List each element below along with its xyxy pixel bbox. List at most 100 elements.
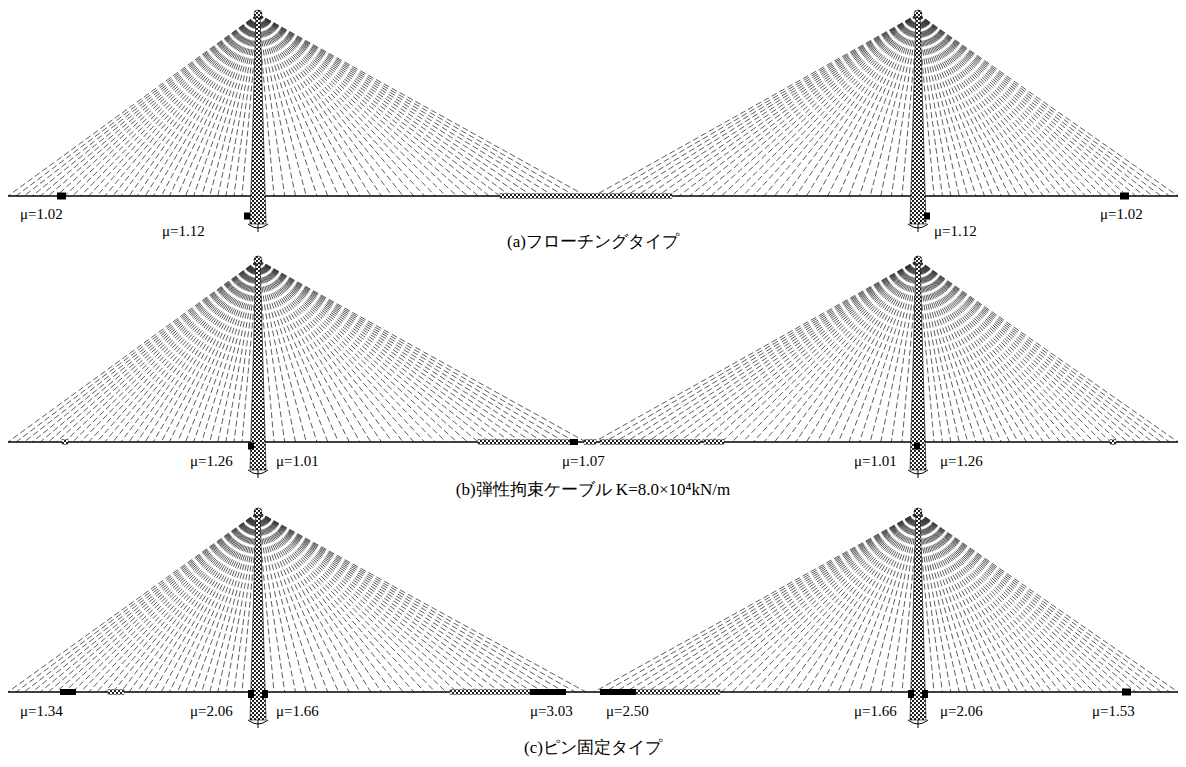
pier-axis	[918, 224, 919, 232]
stay-cable	[258, 260, 500, 442]
stay-cable	[918, 14, 1170, 196]
stay-cable	[918, 260, 1085, 442]
stay-cable	[753, 260, 918, 442]
stay-cable	[210, 512, 258, 692]
yield-mark	[636, 690, 720, 695]
stay-cable	[711, 260, 918, 442]
stay-cable	[16, 260, 258, 442]
ductility-label: μ=1.12	[160, 222, 207, 240]
stay-cable	[258, 260, 575, 442]
stay-cable	[16, 14, 258, 196]
stay-cable	[137, 14, 258, 196]
subfigure-caption: (a)フローチングタイプ	[505, 232, 681, 252]
plastic-hinge-mark	[922, 690, 928, 698]
stay-cable	[626, 14, 918, 196]
stay-cable	[626, 512, 918, 692]
stay-cable	[828, 14, 918, 196]
tower	[250, 12, 266, 224]
plastic-hinge-mark	[57, 193, 66, 200]
stay-cable	[615, 512, 918, 692]
stay-cable	[870, 512, 918, 692]
tower	[910, 510, 926, 720]
stay-cable	[258, 260, 586, 442]
yield-mark	[584, 440, 596, 445]
stay-cable	[721, 14, 918, 196]
stay-cable	[918, 14, 1161, 196]
stay-cable	[918, 260, 1144, 442]
pier-axis	[258, 720, 259, 728]
stay-cable	[918, 14, 1001, 196]
stay-cable	[81, 260, 258, 442]
stay-cable	[258, 260, 328, 442]
stay-cable	[194, 260, 258, 442]
stay-cable	[615, 14, 918, 196]
plastic-hinge-mark	[908, 690, 914, 698]
stay-cable	[743, 512, 918, 692]
stay-cable	[838, 512, 918, 692]
stay-cable	[64, 14, 258, 196]
stay-cable	[153, 260, 258, 442]
stay-cable	[258, 14, 435, 196]
stay-cable	[918, 260, 984, 442]
stay-cable	[258, 260, 392, 442]
yield-mark	[108, 690, 124, 695]
stay-cable	[743, 260, 918, 442]
stay-cable	[918, 512, 1102, 692]
plastic-hinge-mark	[914, 443, 920, 450]
stay-cable	[40, 14, 258, 196]
stay-cable	[849, 260, 918, 442]
stay-cable	[145, 260, 258, 442]
stay-cable	[121, 512, 258, 692]
stay-cable	[732, 260, 918, 442]
stay-cable	[73, 512, 258, 692]
stay-cable	[796, 260, 918, 442]
pier-axis	[258, 224, 259, 232]
tower	[910, 258, 926, 470]
stay-cable	[918, 14, 1128, 196]
stay-cable	[918, 512, 1085, 692]
yield-mark	[600, 440, 700, 445]
stay-cable	[918, 512, 1119, 692]
stay-cable	[806, 512, 918, 692]
stay-cable	[918, 512, 1010, 692]
stay-cable	[918, 260, 1128, 442]
stay-cable	[636, 512, 918, 692]
stay-cable	[258, 260, 339, 442]
stay-cable	[918, 14, 984, 196]
ductility-label: μ=1.07	[560, 452, 607, 470]
stay-cable	[32, 260, 258, 442]
stay-cable	[918, 260, 1170, 442]
stay-cable	[817, 512, 918, 692]
stay-cable	[258, 14, 446, 196]
ductility-label: μ=1.02	[18, 205, 65, 223]
stay-cable	[605, 14, 918, 196]
stay-cable	[40, 512, 258, 692]
stay-cable	[258, 260, 457, 442]
stay-cable	[258, 512, 414, 692]
stay-cable	[258, 260, 435, 442]
subfigure-caption: (c)ピン固定タイプ	[522, 738, 664, 758]
tower-top	[254, 508, 262, 516]
stay-cable	[186, 260, 258, 442]
bridge-elevation	[8, 10, 1178, 232]
stay-cable	[56, 14, 258, 196]
stay-cable	[258, 512, 425, 692]
stay-cable	[258, 14, 489, 196]
stay-cable	[918, 512, 1144, 692]
stay-cable	[860, 14, 918, 196]
stay-cable	[186, 512, 258, 692]
stay-cable	[258, 512, 457, 692]
stay-cable	[258, 14, 360, 196]
stay-cable	[775, 512, 918, 692]
stay-cable	[161, 512, 258, 692]
stay-cable	[918, 260, 1178, 442]
stay-cable	[97, 512, 258, 692]
stay-cable	[918, 512, 1035, 692]
stay-cable	[785, 14, 918, 196]
stay-cable	[113, 260, 258, 442]
stay-cable	[918, 14, 1085, 196]
plastic-hinge-mark	[530, 689, 566, 695]
stay-cable	[89, 512, 258, 692]
stay-cable	[918, 14, 1035, 196]
stay-cable	[690, 512, 918, 692]
